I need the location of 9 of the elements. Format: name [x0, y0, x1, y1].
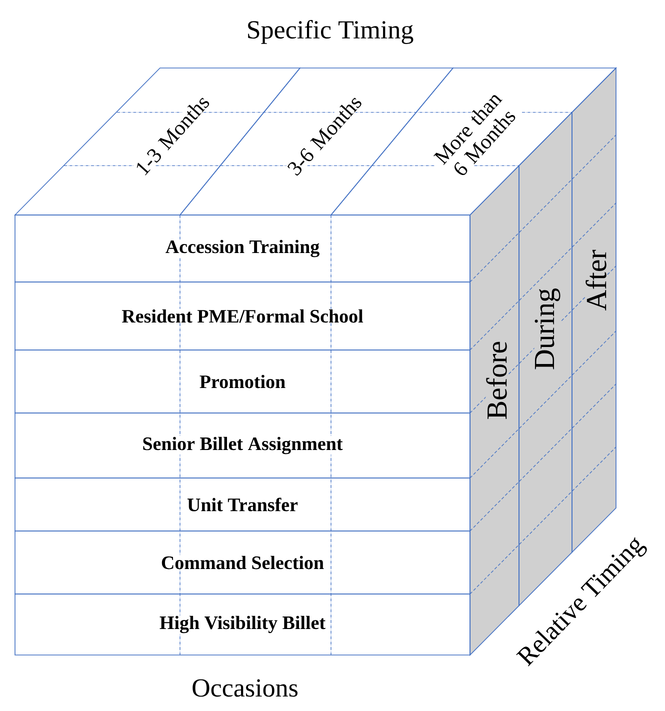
row-box: Command Selection — [14, 530, 470, 594]
axis-title: Specific Timing — [248, 20, 414, 44]
axis-title: Occasions — [192, 679, 298, 697]
row-box: Promotion — [14, 350, 470, 414]
row-box: Senior Billet Assignment — [14, 412, 470, 478]
row-box: High Visibility Billet — [14, 594, 470, 656]
row-box: Unit Transfer — [14, 478, 470, 532]
row-box: Accession Training — [14, 214, 470, 282]
row-box: Resident PME/Formal School — [14, 282, 470, 350]
